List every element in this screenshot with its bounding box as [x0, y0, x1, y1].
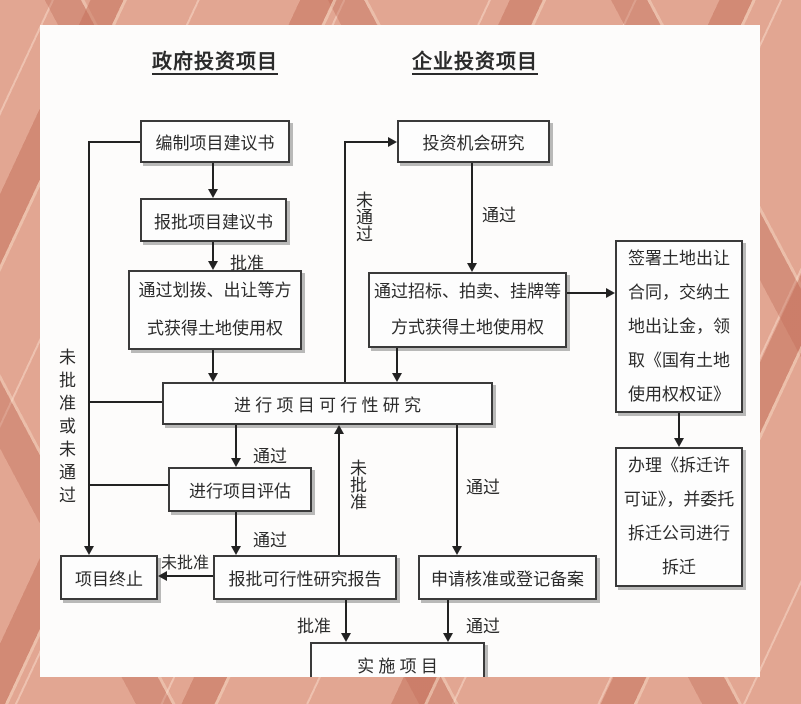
label-not-approved-feedback: 未批准	[347, 459, 366, 510]
arrowhead-down-icon	[208, 261, 218, 270]
flow-node-label: 投资机会研究	[422, 134, 525, 153]
government-column-title: 政府投资项目	[152, 51, 278, 73]
connector-feasibility-to-rail	[89, 401, 163, 403]
flow-node-label: 申请核准或登记备案	[431, 570, 584, 589]
flow-node-apply-approval: 申请核准或登记备案	[418, 555, 597, 600]
flow-node-prepare-proposal: 编制项目建议书	[140, 120, 290, 163]
flow-node-submit-proposal: 报批项目建议书	[140, 198, 287, 242]
flow-node-label-line: 地出让金，领	[628, 316, 730, 336]
flow-node-demolition-permit: 办理《拆迁许 可证》，并委托 拆迁公司进行 拆迁	[615, 447, 743, 587]
flow-node-feasibility-study: 进 行 项 目 可 行 性 研 究	[162, 382, 493, 425]
arrowhead-up-icon	[334, 425, 344, 434]
label-not-approved-or-not-pass: 未批准或未通过	[56, 348, 75, 509]
flow-node-investment-opportunity: 投资机会研究	[397, 120, 550, 163]
arrowhead-down-icon	[84, 546, 94, 555]
flow-node-submit-feasibility-report: 报批可行性研究报告	[213, 555, 397, 600]
label-pass-to-report: 通过	[253, 531, 287, 550]
flow-node-label-line: 通过划拨、出让等方	[138, 281, 292, 300]
flow-node-label: 项目终止	[75, 570, 143, 589]
flow-node-label-line: 签署土地出让	[628, 248, 730, 268]
connector-contract-to-demolition	[678, 413, 680, 440]
flow-node-label: 实 施 项 目	[357, 657, 438, 676]
flow-node-project-termination: 项目终止	[60, 555, 158, 600]
connector-evaluation-to-report	[235, 512, 237, 547]
flow-node-label-line: 合同，交纳土	[628, 282, 730, 302]
flow-node-land-bidding: 通过招标、拍卖、挂牌等 方式获得土地使用权	[368, 272, 567, 348]
flow-node-label-line: 可证》，并委托	[623, 490, 735, 509]
label-approve-proposal: 批准	[230, 254, 264, 273]
connector-bidding-to-feasibility	[396, 348, 398, 375]
arrowhead-down-icon	[467, 263, 477, 272]
connector-report-to-termination	[166, 575, 213, 577]
connector-invest-to-bidding	[471, 163, 473, 264]
label-pass-to-apply: 通过	[466, 478, 500, 497]
label-pass-to-evaluation: 通过	[253, 447, 287, 466]
connector-apply-to-implement	[447, 600, 449, 634]
flow-node-label: 报批可行性研究报告	[228, 570, 382, 589]
connector-feedback-to-invest	[344, 141, 389, 143]
arrowhead-left-icon	[158, 571, 167, 581]
label-not-pass-feedback: 未通过	[353, 191, 372, 242]
arrowhead-down-icon	[341, 633, 351, 642]
connector-evaluation-to-rail	[89, 484, 169, 486]
connector-report-to-implement	[345, 600, 347, 634]
arrowhead-down-icon	[231, 546, 241, 555]
connector-feasibility-feedback	[344, 141, 346, 382]
connector-bidding-to-contract	[567, 292, 607, 294]
flow-node-project-evaluation: 进行项目评估	[168, 467, 312, 512]
flow-node-label: 编制项目建议书	[155, 134, 275, 153]
connector-feasibility-to-apply	[456, 425, 458, 548]
arrowhead-down-icon	[208, 373, 218, 382]
connector-prepare-to-submit	[212, 163, 214, 190]
flow-node-label-line: 办理《拆迁许	[628, 456, 730, 475]
flow-node-land-allocation: 通过划拨、出让等方 式获得土地使用权	[128, 270, 302, 350]
arrowhead-right-icon	[606, 288, 615, 298]
flow-node-label: 报批项目建议书	[154, 212, 273, 232]
label-pass-invest: 通过	[482, 206, 516, 225]
flow-node-label-line: 取《国有土地	[628, 350, 730, 370]
arrowhead-down-icon	[392, 373, 402, 382]
flow-node-label-line: 式获得土地使用权	[147, 319, 283, 338]
connector-report-feedback	[338, 432, 340, 555]
flow-node-sign-land-contract: 签署土地出让 合同，交纳土 地出让金，领 取《国有土地 使用权权证》	[615, 240, 743, 413]
arrowhead-right-icon	[388, 137, 397, 147]
arrowhead-down-icon	[452, 546, 462, 555]
flow-node-label: 进 行 项 目 可 行 性 研 究	[234, 396, 421, 415]
connector-feasibility-to-evaluation	[235, 425, 237, 459]
connector-prepare-to-rail	[89, 141, 142, 143]
label-approve-implement: 批准	[297, 617, 331, 636]
flow-node-label-line: 拆迁	[662, 558, 696, 577]
connector-land-to-feasibility	[212, 350, 214, 374]
flow-node-implement-project: 实 施 项 目	[310, 642, 485, 677]
label-pass-implement: 通过	[466, 617, 500, 636]
flowchart-canvas: 政府投资项目 企业投资项目 未批准或未通过 编制项目建议书 报批项目建议书 通过…	[40, 25, 760, 677]
connector-left-rail	[88, 141, 90, 547]
flow-node-label-line: 拆迁公司进行	[628, 524, 730, 543]
arrowhead-down-icon	[231, 458, 241, 467]
arrowhead-down-icon	[674, 438, 684, 447]
flow-node-label: 进行项目评估	[189, 482, 291, 501]
label-not-approved-terminate: 未批准	[161, 555, 210, 572]
flow-node-label-line: 通过招标、拍卖、挂牌等	[374, 282, 561, 301]
arrowhead-down-icon	[208, 189, 218, 198]
enterprise-column-title: 企业投资项目	[412, 51, 538, 73]
flow-node-label-line: 使用权权证》	[628, 384, 730, 404]
arrowhead-down-icon	[443, 633, 453, 642]
flow-node-label-line: 方式获得土地使用权	[391, 318, 544, 337]
connector-submit-to-land	[212, 242, 214, 262]
